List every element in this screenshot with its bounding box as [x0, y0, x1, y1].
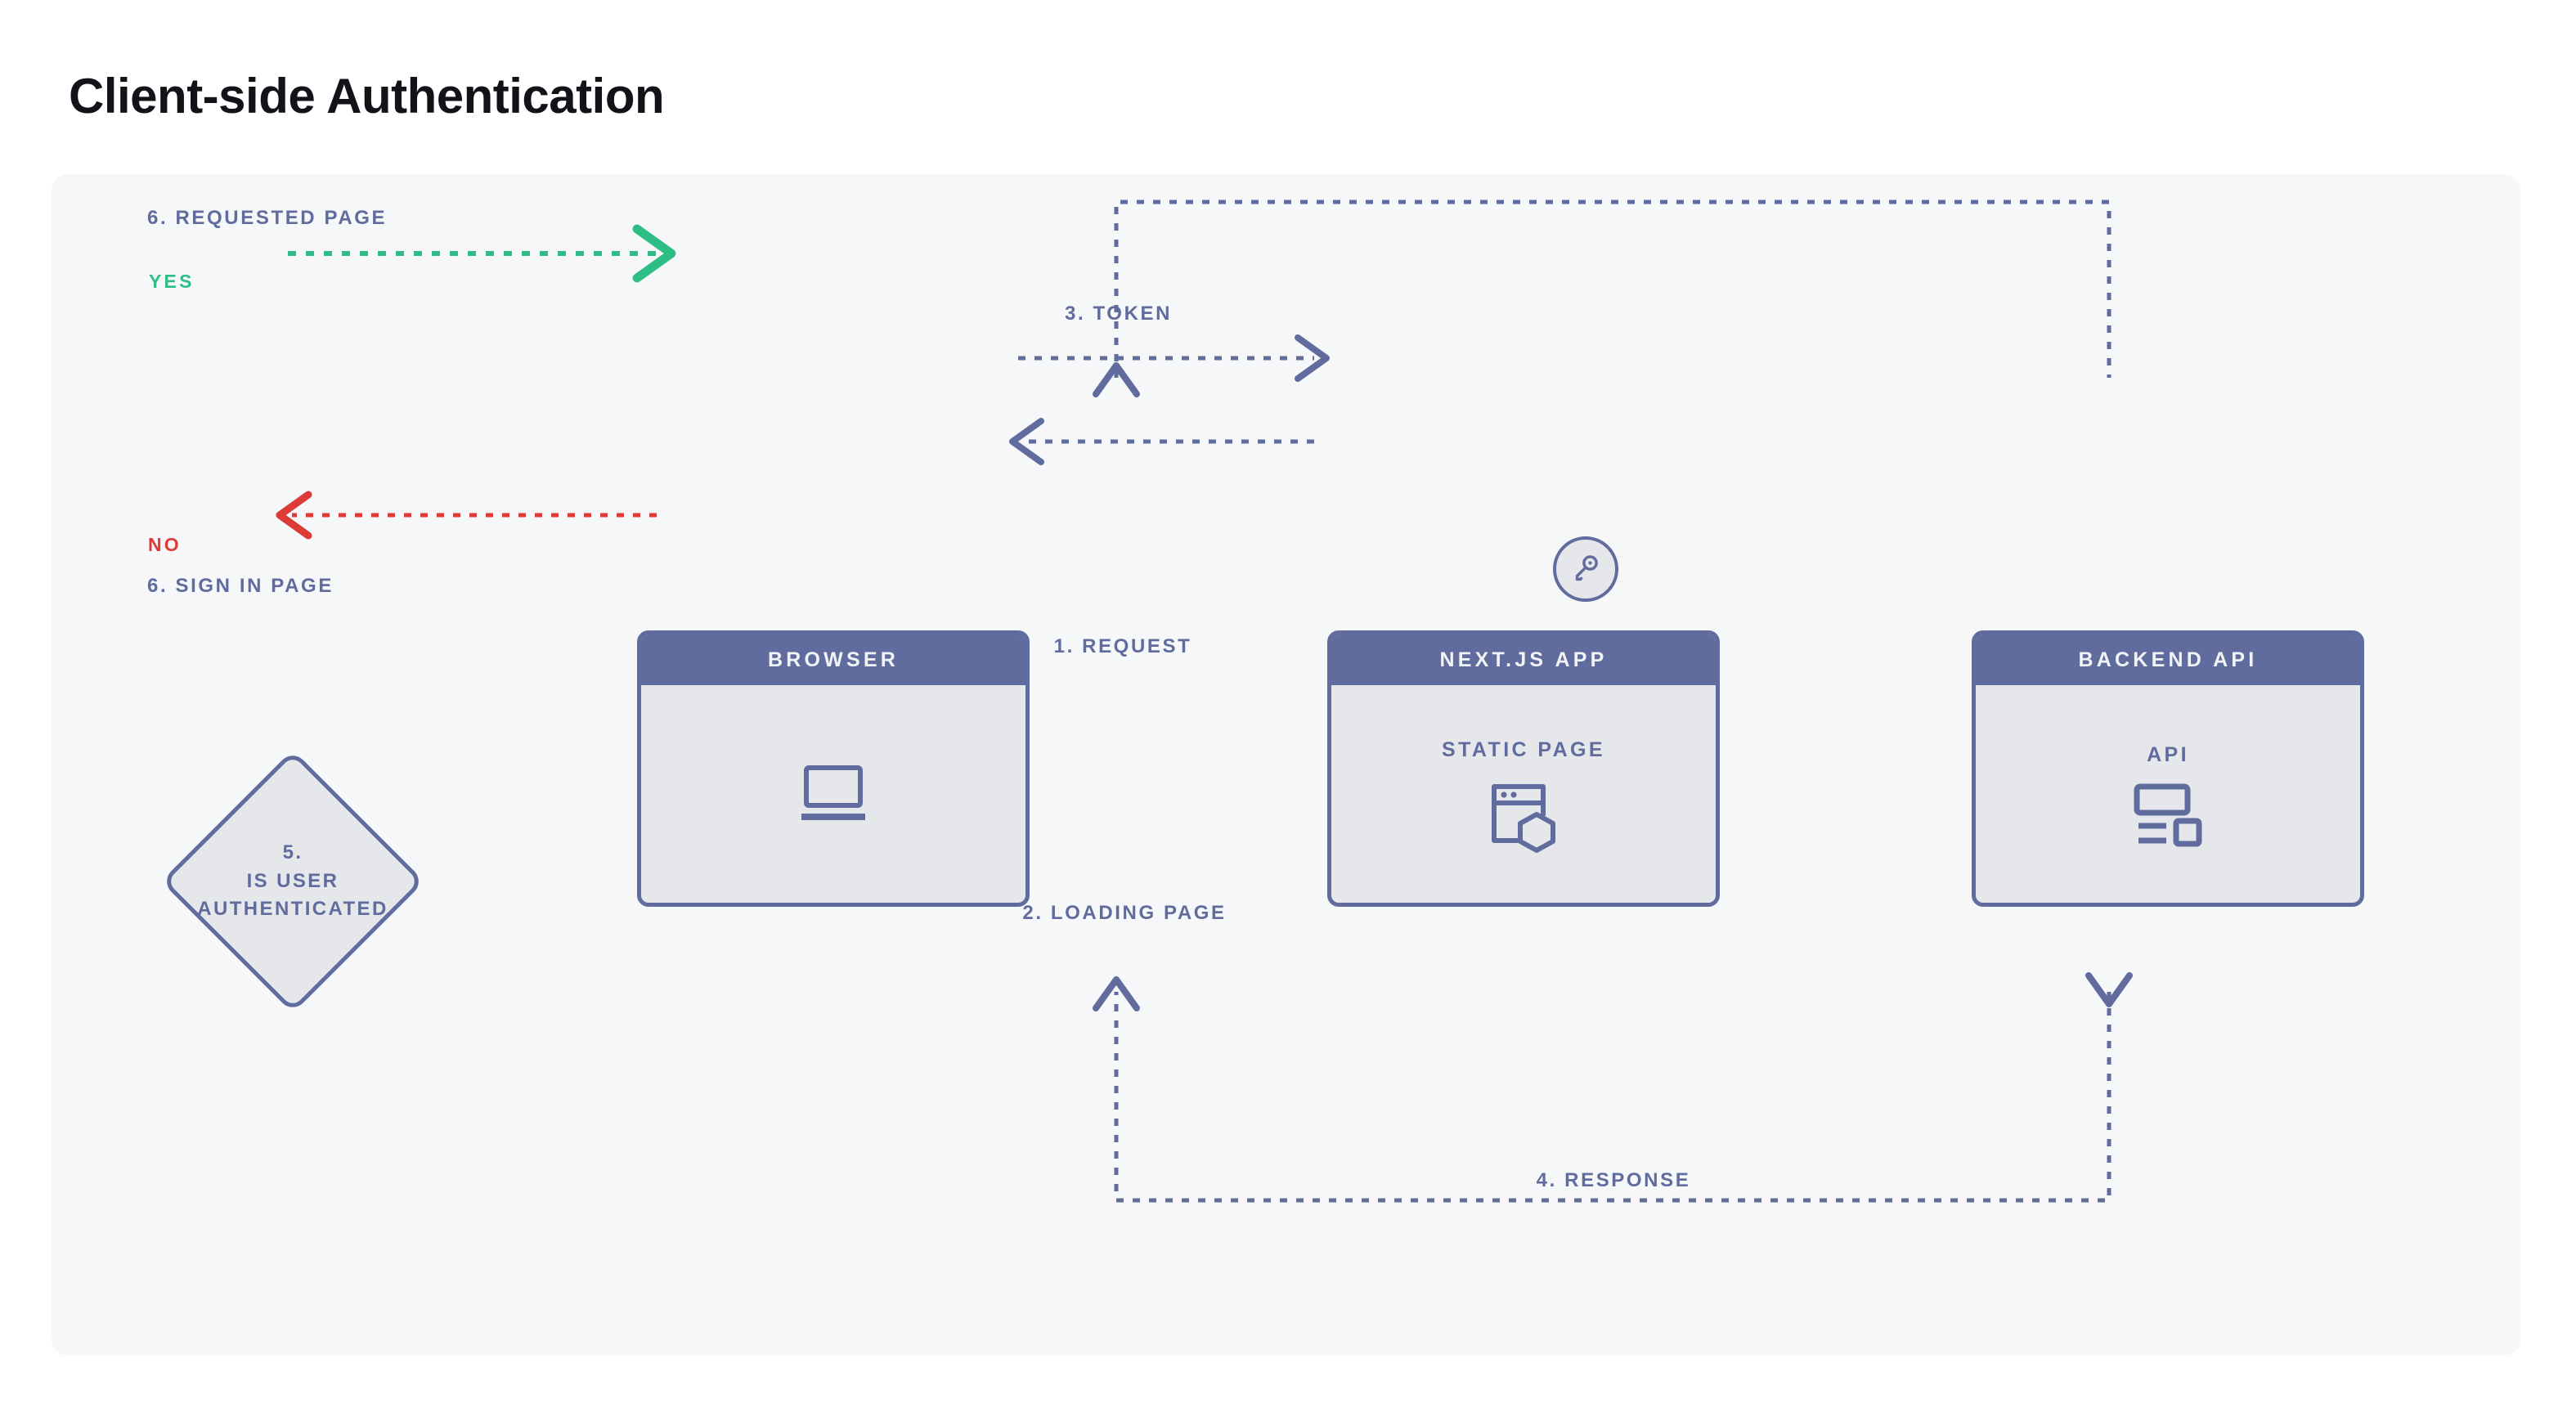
key-icon — [1569, 551, 1602, 588]
edge-label-loading-page: 2. LOADING PAGE — [1022, 902, 1227, 924]
node-backend-api-body: API — [1976, 685, 2360, 903]
laptop-icon — [797, 763, 870, 825]
node-browser-header: BROWSER — [641, 634, 1025, 685]
node-backend-api-header: BACKEND API — [1976, 634, 2360, 685]
diamond-line-2: IS USER — [246, 869, 339, 892]
connector-layer — [276, 200, 2133, 1203]
node-browser-body — [641, 685, 1025, 903]
diamond-line-1: 5. — [282, 841, 303, 863]
node-nextjs-app-header: NEXT.JS APP — [1331, 634, 1716, 685]
branch-label-yes: YES — [149, 271, 195, 292]
node-nextjs-app[interactable]: NEXT.JS APP STATIC PAGE — [1327, 630, 1720, 907]
edge-label-response: 4. RESPONSE — [1536, 1169, 1691, 1191]
node-browser[interactable]: BROWSER — [637, 630, 1030, 907]
diamond-line-3: AUTHENTICATED — [197, 898, 388, 921]
edge-label-requested-page: 6. REQUESTED PAGE — [147, 207, 388, 229]
decision-node-is-user-authenticated[interactable]: 5. IS USER AUTHENTICATED — [160, 749, 425, 1014]
branch-label-no: NO — [148, 534, 182, 555]
edge-label-token: 3. TOKEN — [1065, 303, 1173, 325]
node-backend-api[interactable]: BACKEND API API — [1972, 630, 2364, 907]
edge-token-path — [1093, 200, 2112, 397]
node-backend-api-sublabel: API — [2147, 742, 2189, 766]
diamond-label: 5. IS USER AUTHENTICATED — [162, 751, 424, 1012]
edge-label-request: 1. REQUEST — [1053, 635, 1192, 657]
token-key-badge — [1553, 536, 1618, 602]
node-nextjs-app-sublabel: STATIC PAGE — [1442, 738, 1605, 761]
page-title: Client-side Authentication — [69, 69, 665, 123]
diagram-panel: 5. IS USER AUTHENTICATED BROWSER NEXT.JS… — [52, 174, 2520, 1356]
static-page-icon — [1484, 777, 1563, 855]
edge-response-path — [1093, 972, 2133, 1203]
api-server-icon — [2130, 782, 2206, 850]
node-nextjs-app-body: STATIC PAGE — [1331, 685, 1716, 903]
edge-label-sign-in-page: 6. SIGN IN PAGE — [147, 575, 334, 597]
